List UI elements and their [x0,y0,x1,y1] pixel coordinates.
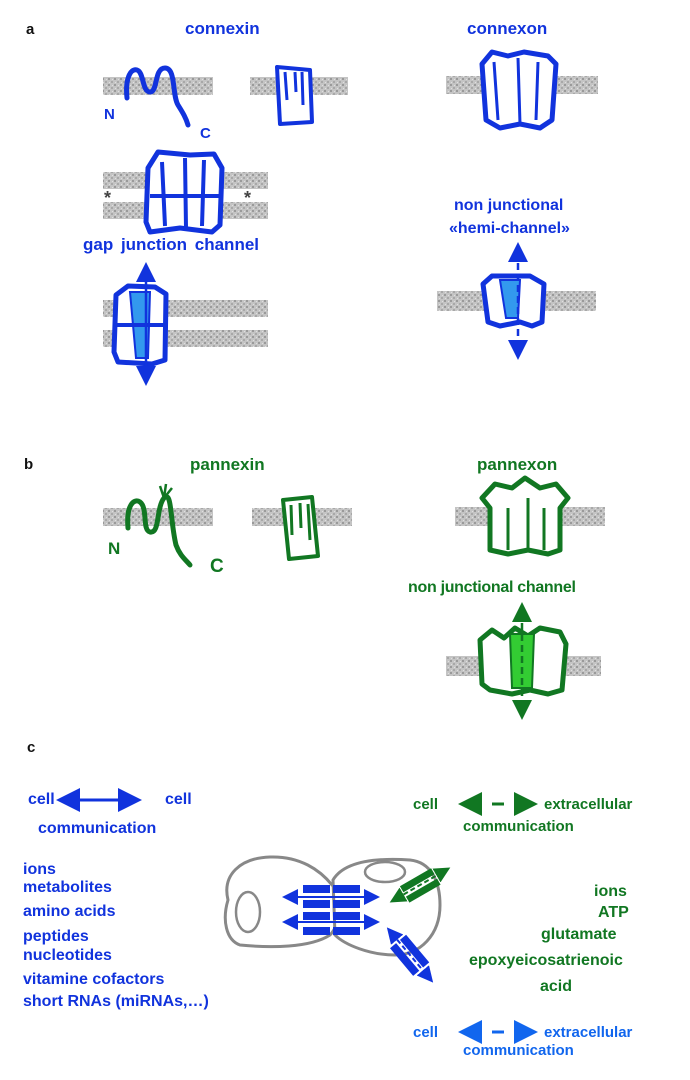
gap-junction-channel [103,149,268,235]
pannexin-molecule: glutamate [541,926,617,943]
hemichannel-comm-right: extracellular [544,1024,633,1041]
pannexon-title: pannexon [477,455,558,474]
gap-comm-right: cell [165,791,192,808]
hemichannel-comm-caption: communication [463,1042,574,1059]
hemichannel-label-line1: non junctional [454,197,564,214]
pannexin-comm-caption: communication [463,818,574,835]
membrane [103,77,213,95]
gap-junction-label: gap junction channel [83,235,260,254]
molecule-item: vitamine cofactors [23,971,165,988]
pannexin-channel-small [389,867,451,903]
molecule-item: peptides [23,928,89,945]
gap-comm-left: cell [28,791,55,808]
pannexin-molecule: epoxyeicosatrienoic [469,952,623,969]
molecule-item: short RNAs (miRNAs,…) [23,993,209,1010]
panel-label-a: a [26,21,35,38]
cells-illustration [223,855,451,983]
connexin-chain [124,65,191,128]
pannexin-molecule: ATP [598,904,629,921]
asterisk-right: * [244,188,252,208]
pannexin-c-terminus: C [210,556,224,577]
molecule-item: ions [23,861,56,878]
pannexon [455,475,605,557]
pannexin-molecule: ions [594,883,627,900]
molecule-item: nucleotides [23,947,112,964]
gap-junction-channel-open [103,262,268,386]
pannexin-chain [125,494,193,568]
pannexin-molecule: acid [540,978,573,995]
panel-label-b: b [24,456,34,473]
pannexin-comm-right: extracellular [544,796,633,813]
connexin-title: connexin [185,19,260,38]
gap-comm-caption: communication [38,820,157,837]
hemichannel [437,242,596,360]
connexon-title: connexon [467,19,548,38]
gap-molecule-list: ions metabolites amino acids peptides nu… [23,862,209,1016]
panel-label-c: c [27,739,36,756]
hemichannel-comm-left: cell [413,1024,439,1041]
molecule-item: metabolites [23,879,112,896]
hemichannel-label-line2: «hemi-channel» [449,220,570,237]
connexin-subunit [250,65,348,126]
c-terminus-label: C [200,125,211,142]
pannexin-n-terminus: N [108,539,121,558]
asterisk-left: * [104,188,112,208]
connexin-topology [103,65,213,128]
pannexin-title: pannexin [190,455,265,474]
pannexin-subunit [252,495,352,561]
molecule-item: amino acids [23,903,116,920]
connexon [446,49,598,131]
pannexin-comm-left: cell [413,796,439,813]
hemichannel-small [386,927,434,983]
pannexin-channel [446,602,601,720]
n-terminus-label: N [104,106,115,123]
pannexin-topology [103,483,213,568]
nucleus-left [234,890,262,934]
pannexin-channel-label: non junctional channel [408,579,576,596]
